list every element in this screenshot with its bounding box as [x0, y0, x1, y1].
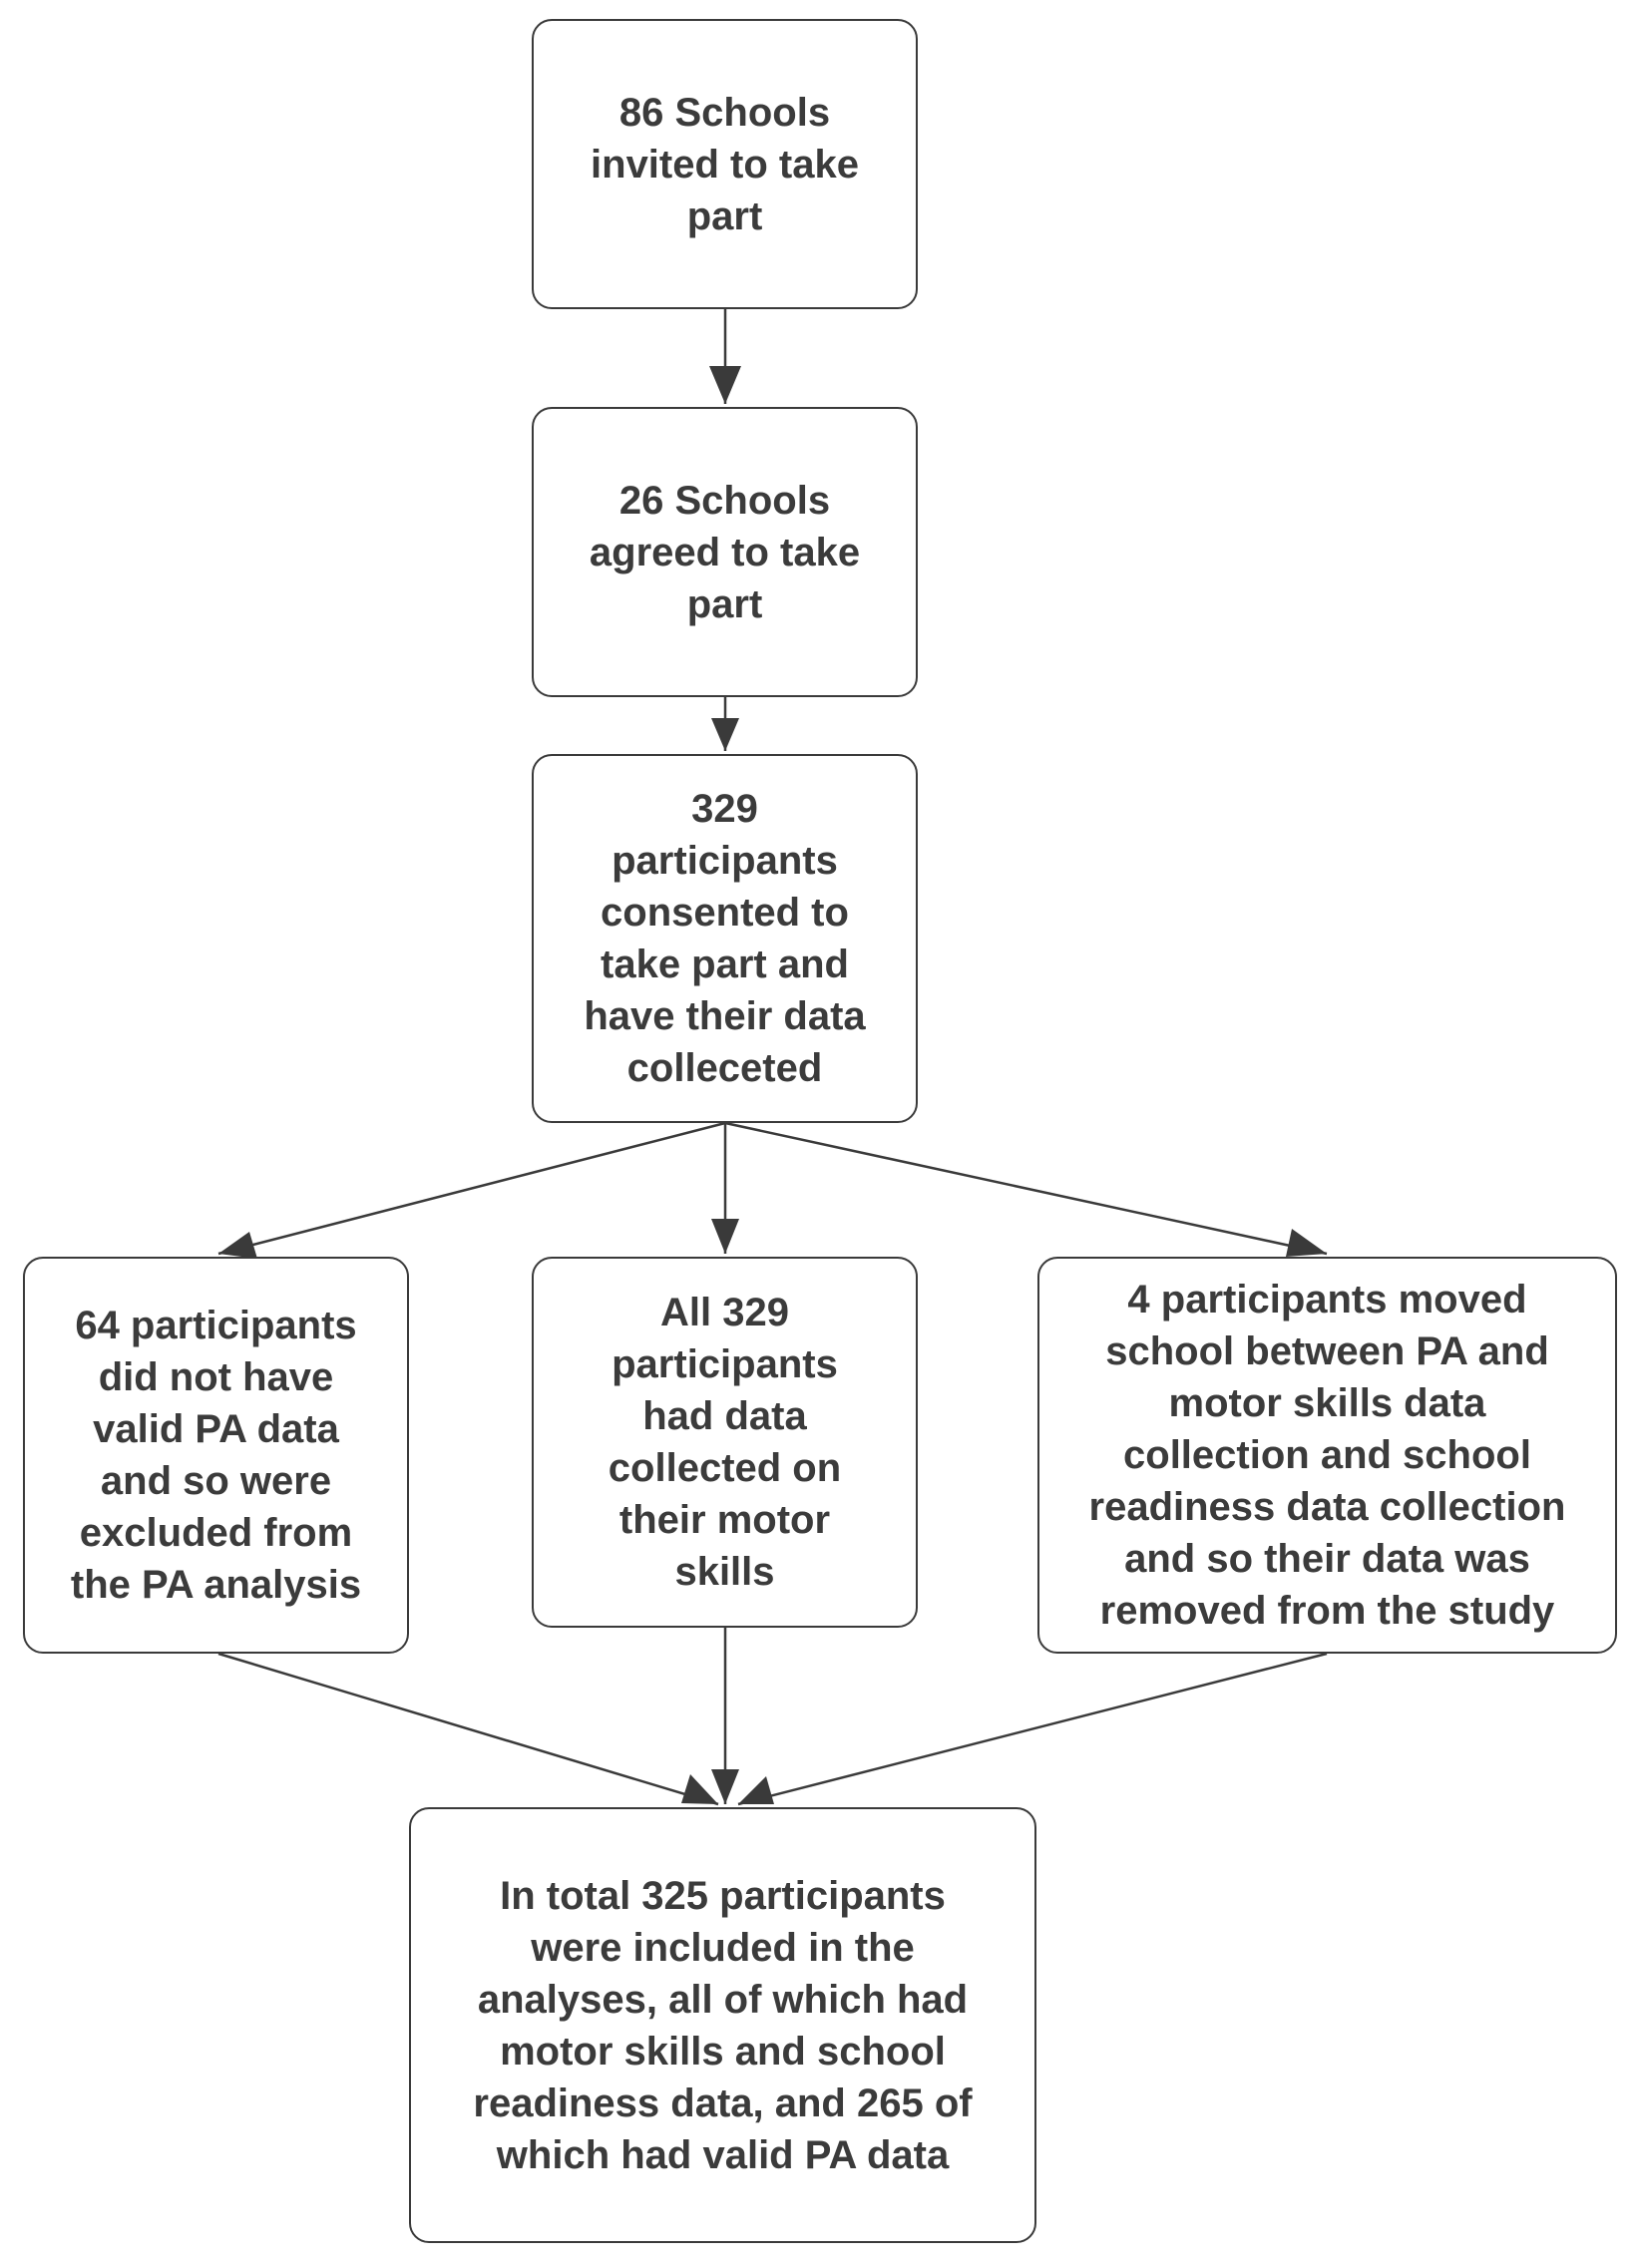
node-schools-invited-text: 86 Schools invited to take part [591, 90, 859, 238]
node-excluded-pa-text: 64 participants did not have valid PA da… [70, 1304, 362, 1607]
node-motor-skills-text: All 329 participants had data collected … [608, 1291, 842, 1594]
node-moved-school: 4 participants moved school between PA a… [1037, 1257, 1617, 1654]
arrowhead [1286, 1229, 1327, 1257]
arrowhead [709, 366, 741, 404]
node-moved-school-text: 4 participants moved school between PA a… [1088, 1278, 1566, 1633]
arrow-consented-to-moved-school [724, 1121, 1328, 1256]
node-final-total-text: In total 325 participants were included … [473, 1873, 973, 2177]
arrowhead [681, 1774, 718, 1804]
arrow-moved-school-to-final [737, 1652, 1328, 1806]
node-excluded-pa: 64 participants did not have valid PA da… [23, 1257, 409, 1654]
node-schools-agreed-text: 26 Schools agreed to take part [589, 478, 861, 626]
arrow-excluded-to-final [217, 1652, 719, 1806]
node-participants-consented-text: 329 participants consented to take part … [584, 787, 866, 1090]
arrowhead [711, 1769, 739, 1804]
node-motor-skills: All 329 participants had data collected … [532, 1257, 918, 1628]
node-schools-agreed: 26 Schools agreed to take part [532, 407, 918, 697]
arrowhead [711, 718, 739, 751]
arrowhead [738, 1776, 774, 1804]
node-schools-invited: 86 Schools invited to take part [532, 19, 918, 309]
arrowhead [218, 1232, 257, 1259]
arrowhead [711, 1219, 739, 1254]
node-participants-consented: 329 participants consented to take part … [532, 754, 918, 1123]
node-final-total: In total 325 participants were included … [409, 1807, 1036, 2243]
arrow-consented-to-excluded [217, 1121, 726, 1256]
